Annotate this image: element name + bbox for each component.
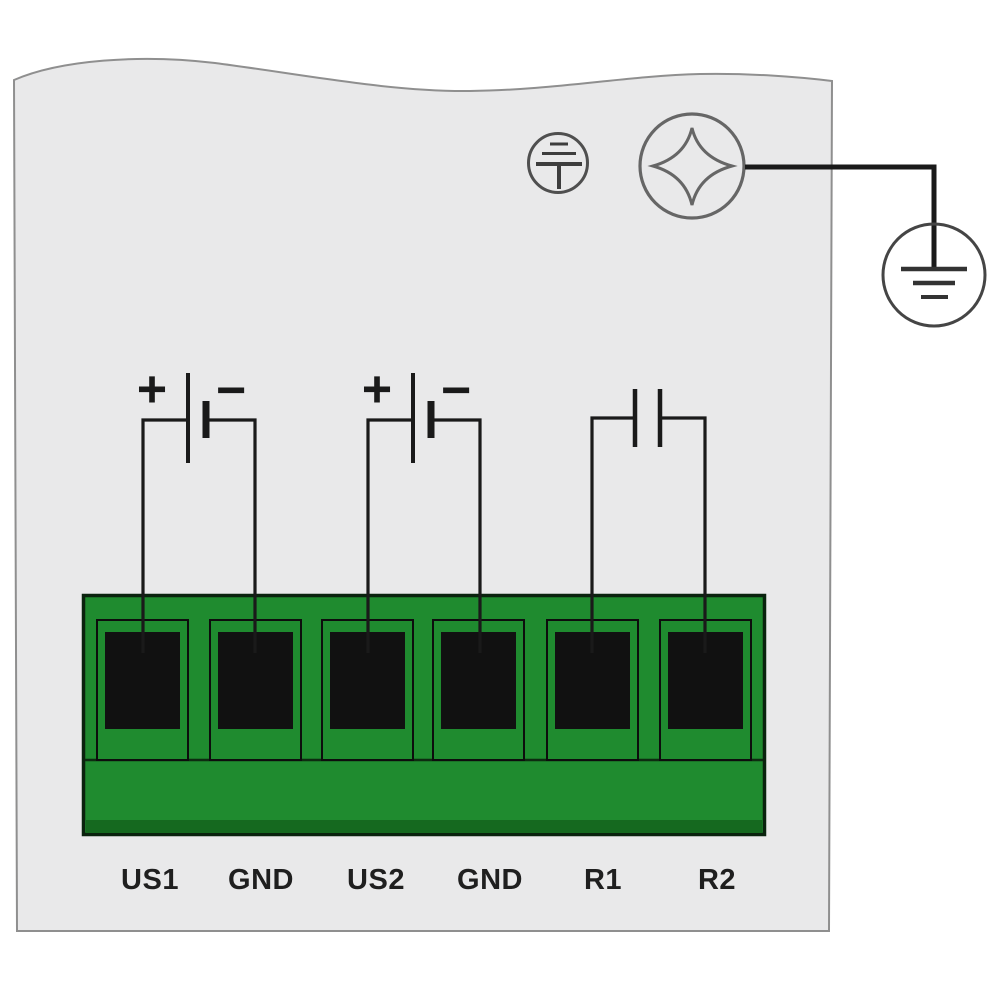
terminal-labels: US1 GND US2 GND R1 R2 [121, 864, 736, 896]
wire-gnd2 [434, 418, 482, 653]
terminal-label-r1: R1 [584, 864, 622, 896]
wire-r2 [662, 416, 707, 653]
wire-us2 [366, 418, 411, 653]
terminal-block [81, 593, 767, 837]
relay-contact-symbol [590, 389, 707, 653]
wire-r1 [590, 416, 633, 653]
phillips-screw-icon [638, 112, 746, 220]
terminal-label-gnd1: GND [228, 864, 294, 896]
terminal-label-us2: US2 [347, 864, 405, 896]
protective-earth-icon [881, 222, 987, 328]
plus-icon-us1: + [135, 366, 169, 412]
terminal-label-r2: R2 [698, 864, 736, 896]
battery-us1-symbol [141, 373, 257, 653]
minus-icon-us2: − [439, 367, 473, 413]
terminal-label-us1: US1 [121, 864, 179, 896]
wire-us1 [141, 418, 186, 653]
wire-gnd1 [209, 418, 257, 653]
functional-earth-icon [527, 132, 589, 194]
block-bottom-shadow [86, 820, 762, 833]
earth-link-wire [745, 164, 937, 269]
minus-icon-us1: − [214, 367, 248, 413]
battery-us2-symbol [366, 373, 482, 653]
terminal-label-gnd2: GND [457, 864, 523, 896]
plus-icon-us2: + [360, 366, 394, 412]
terminal-cell-r1 [546, 619, 639, 761]
